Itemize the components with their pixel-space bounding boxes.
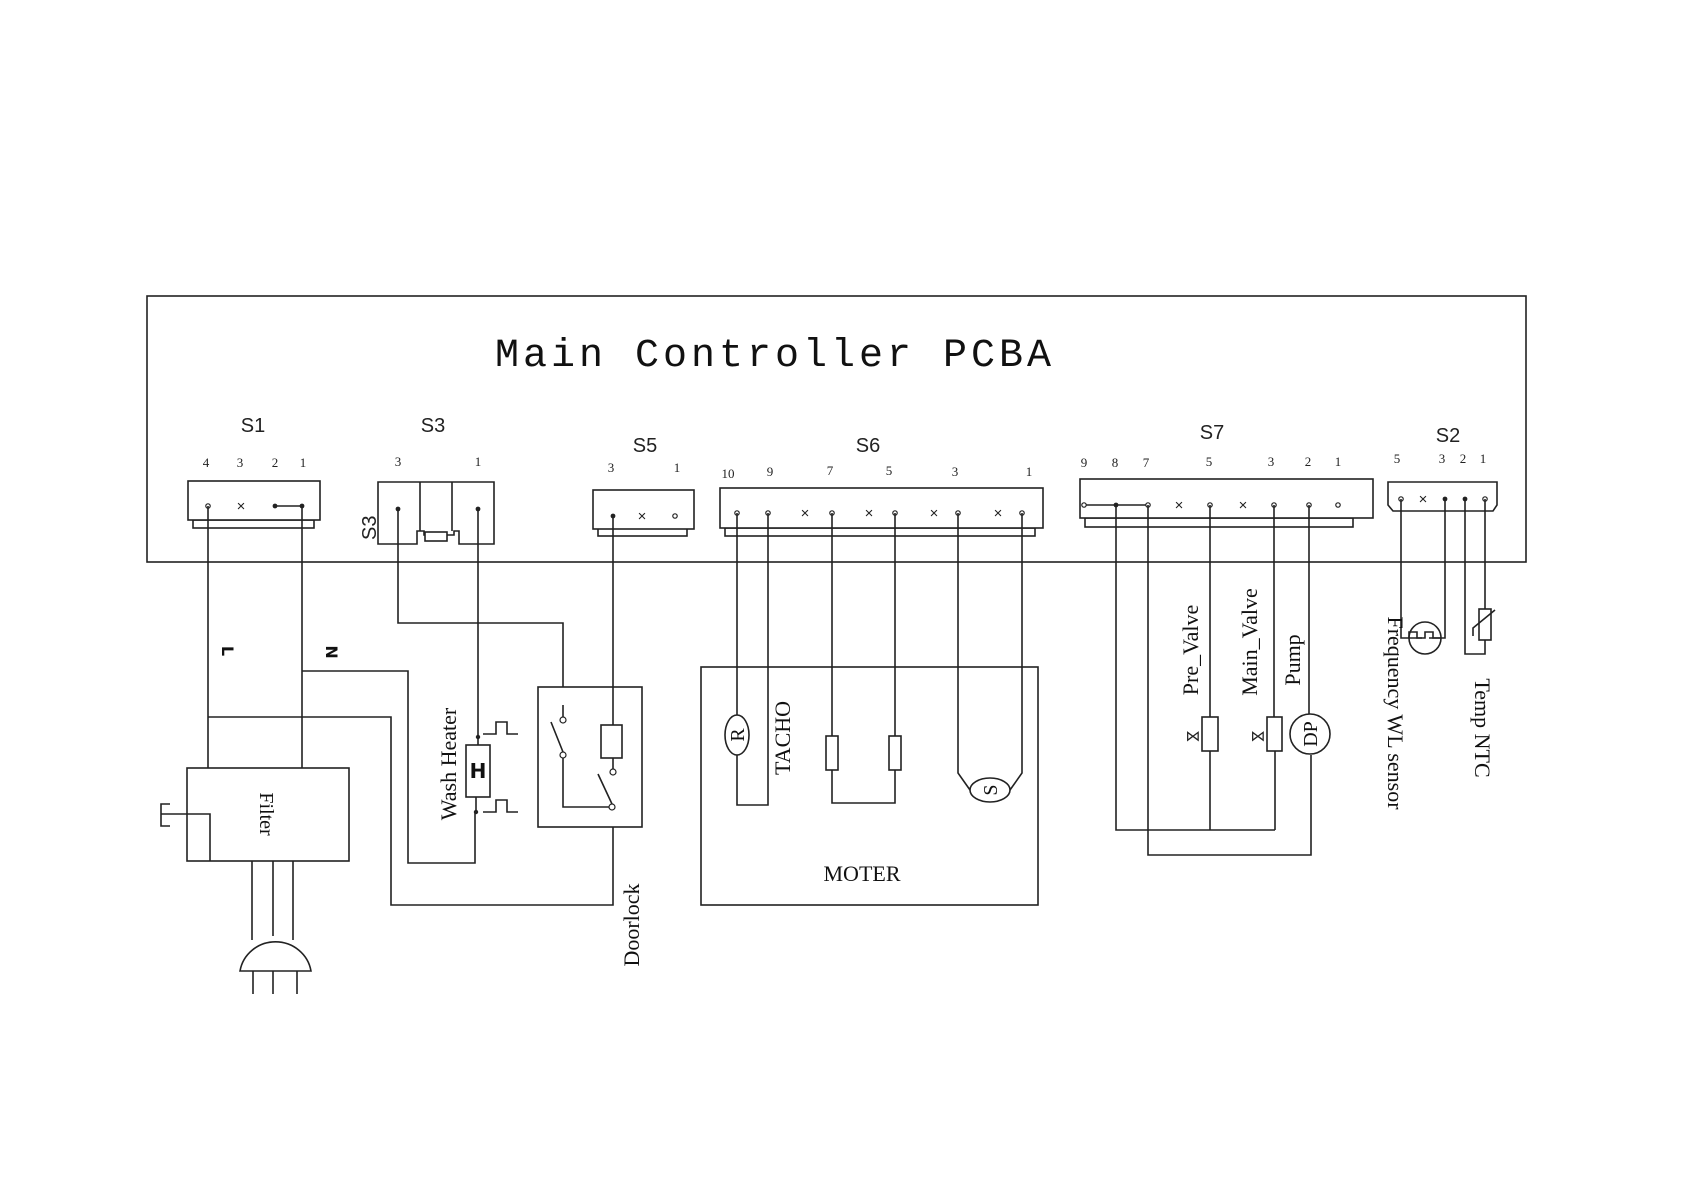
- switch-contact: [610, 769, 616, 775]
- connector-label-s1: S1: [241, 415, 265, 437]
- pre-valve-label: Pre_Valve: [1178, 605, 1203, 695]
- connector-key: [425, 532, 447, 541]
- pin-label: 10: [722, 466, 735, 481]
- unused-pin-mark: ×: [994, 505, 1003, 522]
- motor-winding: [826, 736, 838, 770]
- connector-body: [1080, 479, 1373, 518]
- pin-label: 3: [608, 460, 615, 475]
- stator-symbol: S: [980, 784, 1002, 795]
- pin-label: 1: [300, 455, 307, 470]
- unused-pin-mark: ×: [801, 505, 810, 522]
- unused-pin-mark: ×: [1239, 497, 1248, 514]
- connector-label-s6: S6: [856, 435, 880, 457]
- pin-label: 5: [886, 463, 893, 478]
- filter-label: Filter: [255, 792, 277, 836]
- unused-pin-mark: ×: [1419, 491, 1428, 508]
- unused-pin-mark: ×: [930, 505, 939, 522]
- pin-label: 2: [272, 455, 279, 470]
- tacho-label: TACHO: [770, 701, 795, 775]
- switch-contact: [609, 804, 615, 810]
- unused-pin-mark: ×: [865, 505, 874, 522]
- pin-label: 1: [475, 454, 482, 469]
- wl-sensor-label: Frequency WL sensor: [1383, 616, 1408, 810]
- pin-label: 8: [1112, 455, 1119, 470]
- pin-label: 1: [1480, 451, 1487, 466]
- tacho-symbol: R: [727, 728, 749, 742]
- ntc-thermistor: [1479, 609, 1491, 640]
- main-valve-coil: [1267, 717, 1282, 751]
- doorlock: Doorlock: [538, 516, 644, 967]
- pin-terminal: [1082, 503, 1086, 507]
- pin-terminal: [273, 504, 278, 509]
- connector-body: [1388, 482, 1497, 511]
- pin-label: 7: [827, 463, 834, 478]
- unused-pin-mark: ×: [237, 498, 246, 515]
- neutral-label: N: [322, 645, 341, 658]
- main-valve-label: Main_Valve: [1237, 588, 1262, 696]
- valve-icon: ⋈: [1186, 728, 1201, 745]
- pin-label: 2: [1305, 454, 1312, 469]
- heater-label: Wash Heater: [436, 707, 461, 820]
- live-label: L: [218, 646, 237, 656]
- connector-label-s2: S2: [1436, 425, 1460, 447]
- power-plug-icon: [240, 942, 311, 971]
- temp-ntc-label: Temp NTC: [1470, 678, 1495, 777]
- pump-label: Pump: [1280, 634, 1305, 685]
- pre-valve-coil: [1202, 717, 1218, 751]
- pin-label: 1: [1335, 454, 1342, 469]
- motor-winding: [889, 736, 901, 770]
- connector-lip: [193, 520, 314, 528]
- doorlock-coil: [601, 725, 622, 758]
- pin-label: 3: [1268, 454, 1275, 469]
- switch-contact: [560, 717, 566, 723]
- doorlock-label: Doorlock: [619, 883, 644, 966]
- connector-lip: [725, 528, 1035, 536]
- connector-lip: [1085, 518, 1353, 527]
- pin-label: 1: [674, 460, 681, 475]
- motor: R TACHO S MOTER: [701, 513, 1038, 905]
- pcba-title: Main Controller PCBA: [495, 334, 1055, 379]
- pin-terminal: [1336, 503, 1340, 507]
- connector-label-s7: S7: [1200, 422, 1224, 444]
- pin-label: 3: [952, 464, 959, 479]
- pin-terminal: [673, 514, 677, 518]
- pin-label: 1: [1026, 464, 1033, 479]
- terminal-tab-icon: [483, 722, 518, 734]
- doorlock-box: [538, 687, 642, 827]
- unused-pin-mark: ×: [1175, 497, 1184, 514]
- ground-symbol-icon: [161, 804, 170, 826]
- motor-label: MOTER: [824, 861, 901, 886]
- pin-label: 5: [1206, 454, 1213, 469]
- connector-side-label-s3: S3: [359, 516, 381, 540]
- pin-label: 3: [395, 454, 402, 469]
- pump-symbol: DP: [1300, 721, 1322, 747]
- connector-label-s5: S5: [633, 435, 657, 457]
- pin-label: 7: [1143, 455, 1150, 470]
- pin-label: 9: [1081, 455, 1088, 470]
- pin-label: 9: [767, 464, 774, 479]
- valve-icon: ⋈: [1251, 728, 1266, 745]
- pin-label: 5: [1394, 451, 1401, 466]
- heater-terminal: [476, 735, 480, 739]
- pin-label: 3: [1439, 451, 1446, 466]
- connector-label-s3: S3: [421, 415, 445, 437]
- pin-label: 3: [237, 455, 244, 470]
- terminal-tab-icon: [483, 800, 518, 812]
- heater-symbol: H: [470, 759, 487, 783]
- pin-label: 4: [203, 455, 210, 470]
- pin-label: 2: [1460, 451, 1467, 466]
- switch-contact: [560, 752, 566, 758]
- heater-terminal: [474, 810, 478, 814]
- unused-pin-mark: ×: [638, 508, 647, 525]
- pulse-wave-icon: [1409, 632, 1441, 638]
